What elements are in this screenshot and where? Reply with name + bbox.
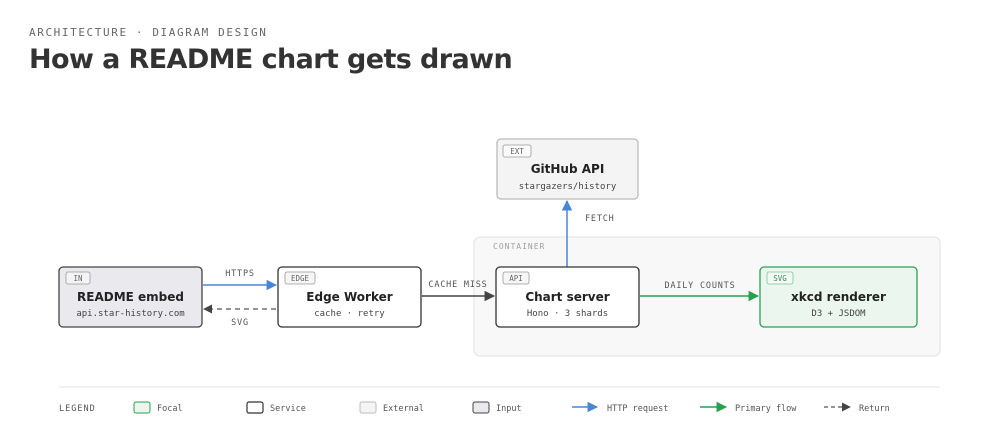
node-xkcd-tag: SVG	[773, 274, 787, 283]
node-readme-subtitle: api.star-history.com	[76, 309, 184, 319]
node-edge-worker[interactable]: EDGE Edge Worker cache · retry	[277, 266, 422, 328]
legend-primary-label: Primary flow	[735, 404, 797, 414]
edge-svg-label: SVG	[231, 318, 249, 328]
node-chart-title: Chart server	[525, 290, 609, 304]
node-xkcd-title: xkcd renderer	[791, 290, 886, 304]
legend-focal-swatch	[133, 401, 151, 414]
node-github-tag: EXT	[510, 147, 524, 156]
edge-daily-counts-label: DAILY COUNTS	[664, 281, 735, 291]
legend: LEGEND Focal Service External Input HTTP…	[59, 386, 940, 414]
node-readme-title: README embed	[77, 290, 184, 304]
legend-service-label: Service	[270, 404, 306, 414]
legend-return-label: Return	[859, 404, 890, 414]
node-chart-server[interactable]: API Chart server Hono · 3 shards	[495, 266, 640, 328]
node-xkcd-subtitle: D3 + JSDOM	[811, 309, 866, 319]
container-label: CONTAINER	[493, 242, 545, 251]
edge-fetch-label: FETCH	[585, 214, 615, 224]
diagram-title: How a README chart gets drawn	[29, 44, 513, 75]
node-readme-tag: IN	[73, 274, 82, 283]
node-xkcd-renderer[interactable]: SVG xkcd renderer D3 + JSDOM	[759, 266, 918, 328]
node-github-subtitle: stargazers/history	[519, 182, 617, 192]
legend-label: LEGEND	[59, 404, 96, 414]
legend-external-label: External	[383, 404, 424, 414]
node-edge-tag: EDGE	[291, 274, 310, 283]
legend-external-swatch	[359, 401, 377, 414]
edge-cache-miss-label: CACHE MISS	[428, 280, 487, 290]
edges: HTTPS SVG CACHE MISS DAILY COUNTS FETCH	[203, 199, 760, 328]
legend-service-swatch	[246, 401, 264, 414]
node-github-api[interactable]: EXT GitHub API stargazers/history	[496, 138, 639, 200]
legend-input-swatch	[472, 401, 490, 414]
edge-https-label: HTTPS	[225, 269, 255, 279]
legend-focal-label: Focal	[157, 404, 183, 414]
legend-input-label: Input	[496, 404, 522, 414]
node-chart-tag: API	[509, 274, 523, 283]
node-readme-embed[interactable]: IN README embed api.star-history.com	[58, 266, 203, 328]
node-edge-title: Edge Worker	[306, 290, 392, 304]
node-github-title: GitHub API	[531, 162, 605, 176]
legend-http-label: HTTP request	[607, 404, 668, 414]
diagram-eyebrow: ARCHITECTURE · DIAGRAM DESIGN	[29, 26, 268, 39]
node-chart-subtitle: Hono · 3 shards	[527, 309, 608, 319]
node-edge-subtitle: cache · retry	[314, 309, 385, 319]
